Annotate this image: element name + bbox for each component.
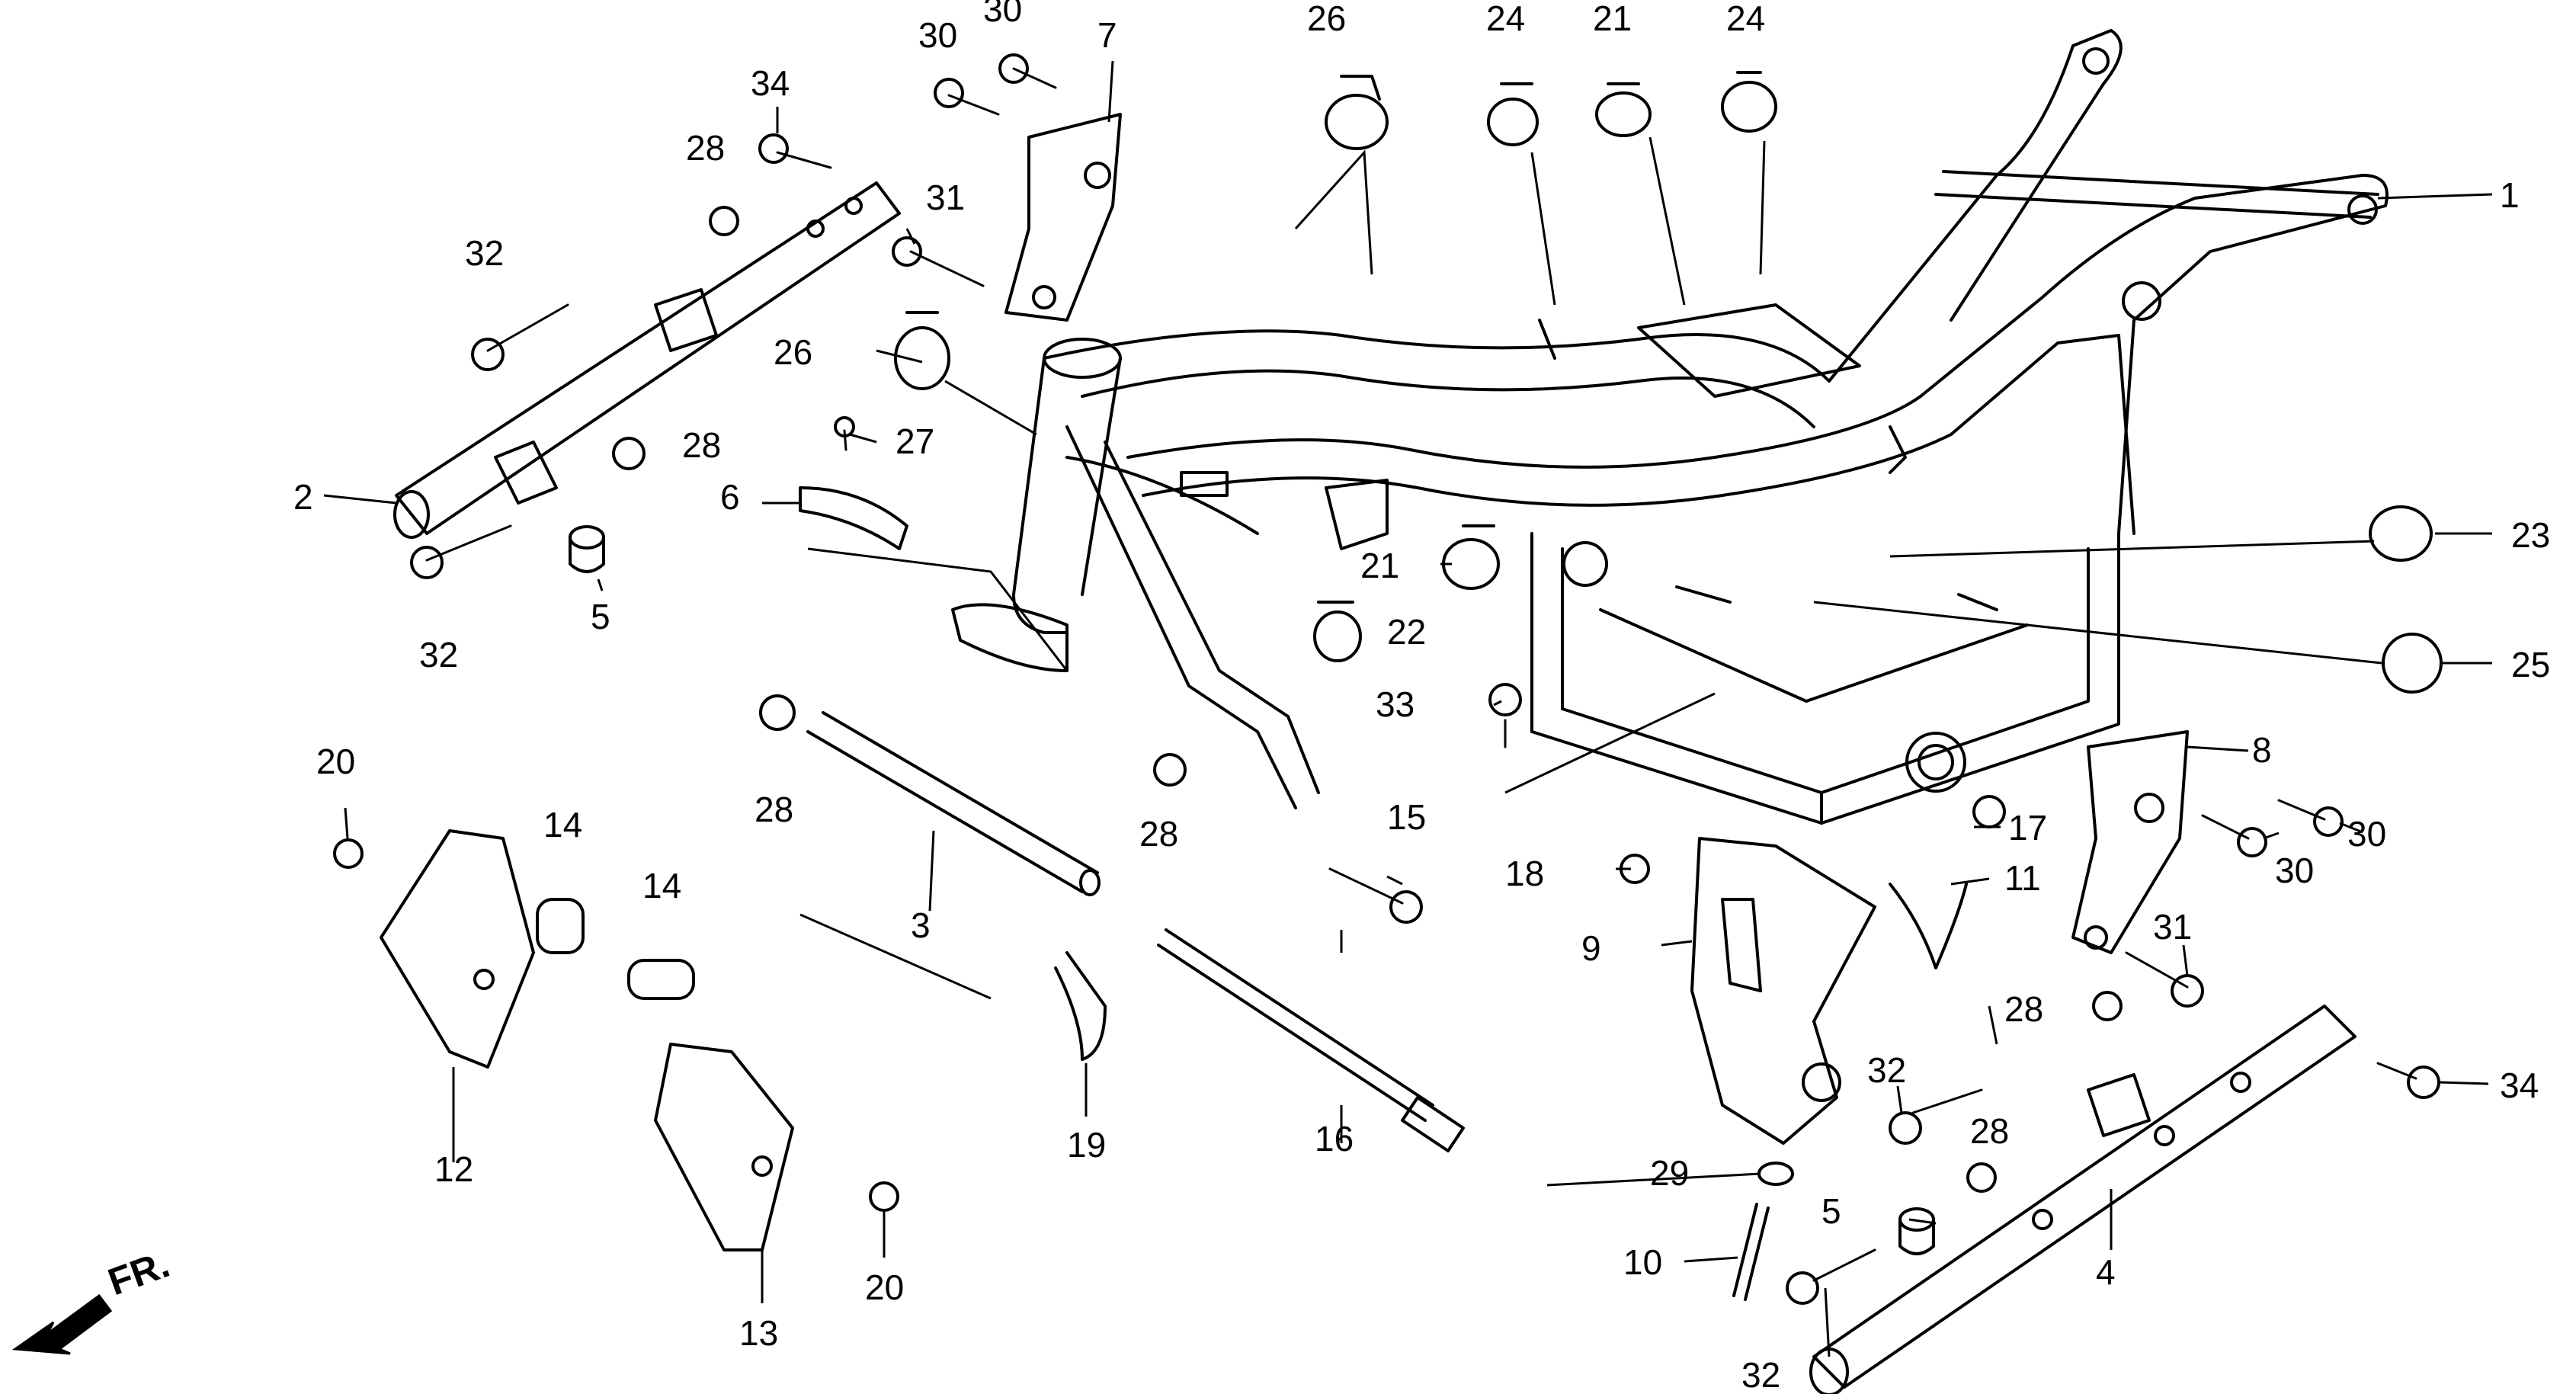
- callout-6: 6: [720, 477, 740, 517]
- wire-band-21-mid: [1442, 524, 1500, 590]
- callout-22: 22: [1387, 612, 1426, 652]
- callout-9: 9: [1581, 928, 1601, 968]
- callout-31a: 31: [926, 178, 965, 217]
- callout-11: 11: [2004, 858, 2041, 898]
- callout-32b: 32: [419, 635, 458, 675]
- wire-band-23: [2369, 505, 2433, 562]
- callout-7: 7: [1097, 15, 1117, 55]
- callout-14a: 14: [543, 805, 582, 844]
- wire-band-22: [1313, 601, 1362, 662]
- wire-clamp-19: [1054, 951, 1107, 1061]
- callout-27: 27: [896, 421, 934, 461]
- rear-engine-hanger-right: [1809, 1005, 2357, 1394]
- callout-19: 19: [1067, 1125, 1106, 1165]
- callout-28a: 28: [686, 128, 725, 168]
- grommet-b: [627, 959, 695, 1000]
- front-engine-hanger-left: [393, 181, 901, 539]
- main-frame: [951, 29, 2389, 825]
- callout-30d: 30: [2275, 851, 2314, 890]
- wire-band-26-left: [894, 311, 950, 390]
- engine-hanger-bolt: [1157, 928, 1465, 1152]
- callout-14b: 14: [642, 866, 681, 905]
- callout-24a: 24: [1486, 0, 1525, 38]
- collar-right: [1898, 1207, 1935, 1255]
- callout-16: 16: [1315, 1119, 1354, 1158]
- callout-20b: 20: [865, 1267, 904, 1307]
- wire-band-25: [2382, 633, 2443, 694]
- callout-30b: 30: [983, 0, 1022, 29]
- head-pipe-cover: [799, 486, 908, 550]
- callout-29: 29: [1650, 1153, 1689, 1193]
- callout-12: 12: [434, 1149, 473, 1189]
- callout-18: 18: [1505, 854, 1544, 893]
- side-cover-front: [654, 1043, 794, 1251]
- side-stand-bracket: [1690, 837, 1876, 1145]
- callout-numbers: 1 2 3 4 5 5 6 7 8 9 10 11 12 13 14 14 15…: [293, 0, 2550, 1394]
- callout-26a: 26: [1307, 0, 1346, 38]
- callout-23: 23: [2511, 515, 2550, 555]
- engine-bracket-right: [2071, 730, 2189, 954]
- callout-28c: 28: [755, 790, 793, 829]
- collar-left: [569, 525, 605, 573]
- callout-4: 4: [2096, 1252, 2116, 1292]
- side-cover-left: [380, 829, 535, 1069]
- callout-13: 13: [739, 1313, 778, 1353]
- fasteners: [333, 53, 2440, 1305]
- callout-21b: 21: [1360, 546, 1399, 585]
- callout-1: 1: [2500, 175, 2520, 215]
- callout-2: 2: [293, 477, 313, 517]
- callout-15: 15: [1387, 797, 1426, 837]
- callout-34b: 34: [2500, 1066, 2539, 1105]
- callout-10: 10: [1623, 1242, 1662, 1282]
- front-direction-arrow: [11, 1293, 113, 1355]
- pipe-clamp-11: [1889, 883, 1968, 969]
- wire-band-24-b: [1721, 71, 1777, 133]
- callout-17: 17: [2008, 808, 2047, 848]
- front-engine-shaft: [806, 711, 1101, 896]
- callout-5a: 5: [591, 597, 610, 636]
- callout-32d: 32: [1741, 1355, 1780, 1394]
- callout-28f: 28: [1970, 1111, 2009, 1151]
- callout-31b: 31: [2153, 907, 2192, 947]
- callout-28d: 28: [1139, 814, 1178, 854]
- callout-28e: 28: [2004, 989, 2043, 1029]
- callout-3: 3: [911, 905, 931, 945]
- callout-25: 25: [2511, 645, 2550, 684]
- callout-28b: 28: [682, 425, 721, 465]
- leader-lines: [323, 60, 2493, 1357]
- callout-20a: 20: [316, 742, 355, 781]
- callout-24b: 24: [1726, 0, 1765, 38]
- wire-band-24-a: [1487, 82, 1539, 146]
- callout-5b: 5: [1821, 1191, 1841, 1231]
- callout-33: 33: [1376, 684, 1415, 724]
- engine-bracket-upper: [1004, 113, 1122, 322]
- callout-32c: 32: [1867, 1050, 1906, 1090]
- wire-band-21-top: [1595, 82, 1652, 137]
- wire-band-26-top: [1325, 75, 1389, 150]
- callout-21a: 21: [1593, 0, 1632, 38]
- callout-34a: 34: [751, 63, 790, 103]
- callout-30a: 30: [918, 15, 957, 55]
- callout-8: 8: [2252, 730, 2272, 770]
- grommet-a: [536, 898, 585, 954]
- callout-30c: 30: [2347, 814, 2386, 854]
- callout-26b: 26: [774, 332, 812, 372]
- front-direction-label: FR.: [103, 1242, 175, 1303]
- callout-32a: 32: [465, 233, 504, 273]
